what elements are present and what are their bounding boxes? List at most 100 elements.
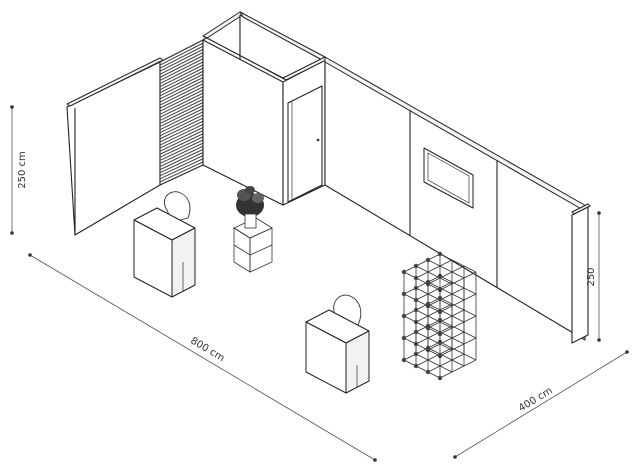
- shelf-edge: [451, 309, 465, 317]
- shelf-connector: [413, 351, 419, 357]
- slat-line: [159, 55, 204, 78]
- shelf-edge: [403, 353, 417, 361]
- door-handle-icon: [316, 138, 320, 142]
- shelf-edge: [415, 259, 429, 267]
- shelf-edge: [439, 365, 453, 373]
- shelf-edge: [427, 259, 441, 267]
- slat-line: [159, 83, 204, 106]
- shelf-connector: [413, 329, 419, 335]
- slat-line: [159, 45, 204, 69]
- shelf-edge: [451, 365, 465, 373]
- slat-line: [159, 108, 204, 131]
- shelf-edge: [415, 309, 429, 317]
- shelf-edge: [403, 287, 417, 295]
- slat-line: [159, 127, 204, 149]
- shelf-connector: [413, 297, 419, 303]
- height-right-label: 250: [586, 267, 597, 286]
- shelf-connector: [413, 285, 419, 291]
- shelf-edge: [403, 293, 417, 301]
- shelf-connector: [425, 369, 431, 375]
- shelf-edge: [451, 331, 465, 339]
- shelf-edge: [427, 359, 441, 367]
- shelf-edge: [415, 287, 429, 295]
- shelf-edge: [415, 353, 429, 361]
- shelf-connector: [401, 313, 407, 319]
- counter-left: [133, 207, 196, 298]
- slat-line: [159, 145, 204, 168]
- shelf-edge: [415, 325, 429, 333]
- shelf-edge: [451, 281, 465, 289]
- shelf-connector: [437, 317, 443, 323]
- shelf-connector: [437, 295, 443, 301]
- shelf-edge: [403, 265, 417, 273]
- shelf-edge: [451, 259, 465, 267]
- shelf-edge: [415, 337, 429, 345]
- slat-line: [159, 148, 204, 171]
- shelf-connector: [425, 345, 431, 351]
- shelf-edge: [427, 281, 441, 289]
- shelf-edge: [439, 259, 453, 267]
- shelf-edge: [427, 353, 441, 361]
- shelf-edge: [415, 365, 429, 373]
- shelf-connector: [413, 275, 419, 281]
- shelf-edge: [451, 325, 465, 333]
- slat-line: [159, 133, 204, 155]
- slat-line: [159, 152, 204, 174]
- shelf-edge: [451, 353, 465, 361]
- shelf-edge: [427, 365, 441, 373]
- shelf-edge: [451, 337, 465, 345]
- shelf-connector: [401, 291, 407, 297]
- slat-line: [159, 73, 204, 97]
- shelf-edge: [451, 347, 465, 355]
- slat-line: [159, 86, 204, 109]
- slat-line: [159, 64, 204, 88]
- shelf-edge: [439, 253, 453, 261]
- shelf-connector: [437, 339, 443, 345]
- shelf-edge: [439, 341, 453, 349]
- shelf-edge: [403, 359, 417, 367]
- slat-line: [159, 67, 204, 91]
- shelf-edge: [415, 331, 429, 339]
- shelf-edge: [439, 347, 453, 355]
- shelf-edge: [451, 271, 465, 279]
- shelf-edge: [463, 293, 477, 301]
- shelf-edge: [415, 359, 429, 367]
- slat-line: [159, 111, 204, 134]
- shelf-edge: [403, 271, 417, 279]
- shelf-edge: [439, 297, 453, 305]
- shelf-edge: [451, 303, 465, 311]
- potted-plant-icon: [236, 186, 264, 229]
- height-left-label: 250 cm: [17, 151, 28, 189]
- shelf-connector: [425, 279, 431, 285]
- slat-line: [159, 155, 204, 177]
- shelf-edge: [463, 265, 477, 273]
- shelf-edge: [427, 347, 441, 355]
- slat-wall-panel: [159, 39, 204, 186]
- shelf-connector: [401, 269, 407, 275]
- shelf-connector: [437, 251, 443, 257]
- dimension-height-right: 250: [586, 211, 601, 342]
- shelf-edge: [451, 287, 465, 295]
- slat-line: [159, 80, 204, 103]
- dimension-depth: 400 cm: [453, 350, 629, 459]
- length-label: 800 cm: [188, 336, 226, 365]
- shelf-edge: [439, 371, 453, 379]
- shelf-connector: [401, 357, 407, 363]
- shelf-connector: [413, 341, 419, 347]
- shelf-edge: [439, 319, 453, 327]
- shelf-edge: [451, 265, 465, 273]
- shelf-edge: [451, 293, 465, 301]
- shelf-edge: [427, 331, 441, 339]
- slat-line: [159, 136, 204, 158]
- storage-door-wall: [282, 56, 329, 206]
- shelf-edge: [463, 353, 477, 361]
- slat-line: [159, 92, 204, 115]
- shelf-edge: [439, 359, 453, 367]
- shelf-connector: [401, 335, 407, 341]
- shelf-edge: [463, 309, 477, 317]
- shelf-edge: [415, 271, 429, 279]
- shelf-edge: [415, 265, 429, 273]
- shelf-edge: [427, 287, 441, 295]
- shelf-connector: [413, 263, 419, 269]
